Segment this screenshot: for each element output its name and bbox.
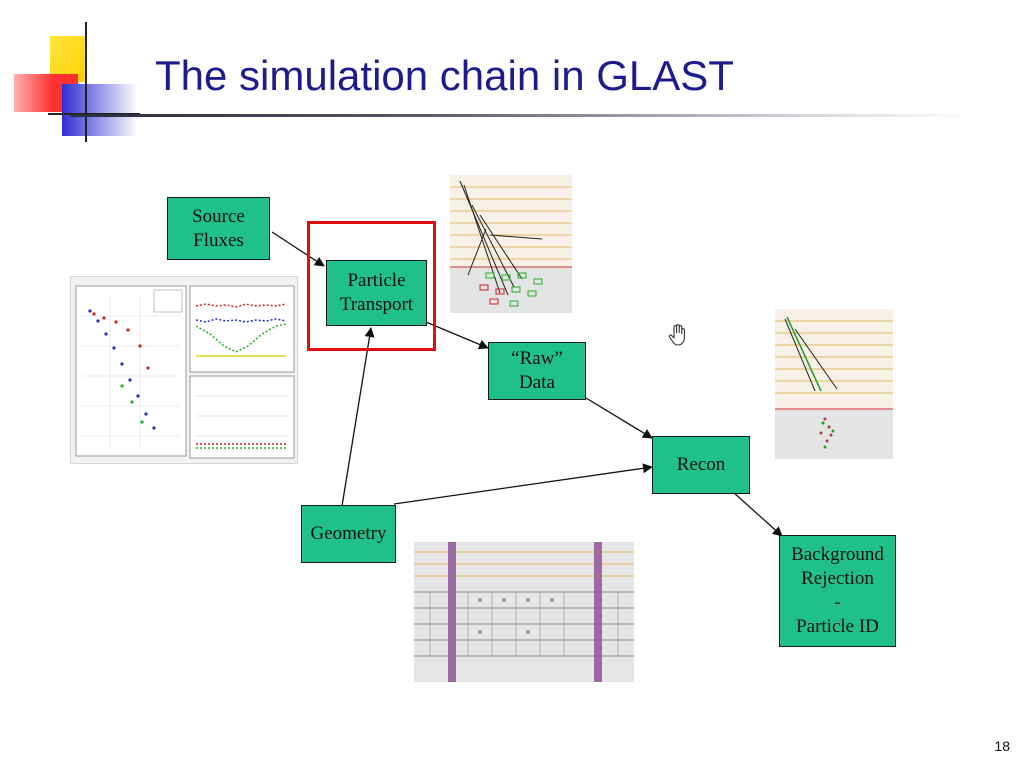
recon-track-image <box>775 309 893 459</box>
arrow-geometry-to-transport <box>341 327 375 507</box>
slide-title: The simulation chain in GLAST <box>155 52 734 99</box>
flux-plots-image <box>70 276 298 464</box>
node-background-rejection: Background Rejection - Particle ID <box>779 535 896 647</box>
highlight-frame <box>307 221 436 351</box>
node-geometry-label: Geometry <box>310 523 387 544</box>
node-particle-transport: Particle Transport <box>326 260 427 326</box>
shower-event-image <box>450 175 572 313</box>
node-source-fluxes: Source Fluxes <box>167 197 270 260</box>
arrow-source-to-transport <box>271 231 325 267</box>
node-background-rejection-label: Background Rejection - Particle ID <box>791 544 884 637</box>
node-recon: Recon <box>652 436 750 494</box>
arrow-raw-to-recon <box>585 397 653 439</box>
arrow-recon-to-background <box>732 491 783 537</box>
hand-cursor-icon <box>668 324 688 352</box>
node-recon-label: Recon <box>676 454 726 475</box>
node-source-fluxes-label: Source Fluxes <box>192 205 245 251</box>
detector-geometry-image <box>414 542 634 682</box>
arrow-geometry-to-recon <box>393 463 653 505</box>
page-number: 18 <box>994 738 1010 754</box>
node-raw-data-label: “Raw” Data <box>511 348 563 393</box>
title-divider <box>70 114 970 117</box>
slide-logo <box>14 22 140 142</box>
node-geometry: Geometry <box>301 505 396 563</box>
node-particle-transport-label: Particle Transport <box>339 270 414 315</box>
arrow-transport-to-raw <box>425 321 489 350</box>
node-raw-data: “Raw” Data <box>488 342 586 400</box>
